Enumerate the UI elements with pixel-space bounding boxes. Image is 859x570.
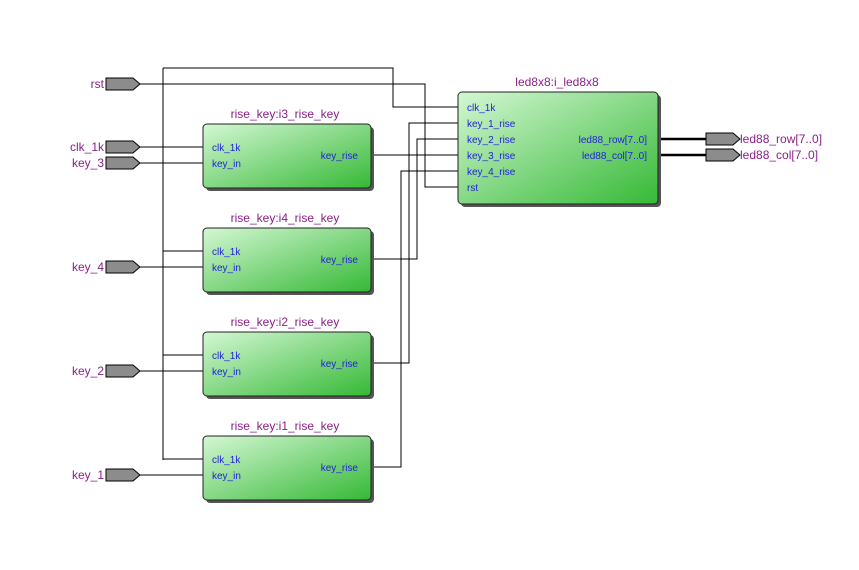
led-pin-key1: key_1_rise	[467, 119, 516, 130]
rise-block-title: rise_key:i1_rise_key	[231, 419, 340, 433]
label-clk: clk_1k	[70, 140, 105, 154]
pin-key-rise: key_rise	[321, 255, 359, 266]
label-key4: key_4	[72, 260, 104, 274]
pin-clk: clk_1k	[212, 143, 241, 154]
led-pin-rst: rst	[467, 183, 478, 194]
led-pin-key4: key_4_rise	[467, 167, 516, 178]
label-rst: rst	[91, 77, 105, 91]
pin-key-rise: key_rise	[321, 463, 359, 474]
pin-key-in: key_in	[212, 471, 241, 482]
label-row: led88_row[7..0]	[740, 132, 822, 146]
port-key4[interactable]	[105, 260, 141, 274]
wire-i1-out	[370, 170, 458, 468]
wire-rst-led	[140, 83, 458, 188]
pin-key-in: key_in	[212, 367, 241, 378]
wire-rst-to-led	[163, 67, 458, 108]
wire-i2-out	[370, 122, 458, 364]
output-ports: led88_row[7..0] led88_col[7..0]	[705, 132, 822, 162]
port-key3[interactable]	[105, 156, 141, 170]
rise-block-title: rise_key:i2_rise_key	[231, 315, 340, 329]
rise-block-i4[interactable]: rise_key:i4_rise_key clk_1k key_in key_r…	[202, 211, 374, 295]
led-pin-row: led88_row[7..0]	[579, 135, 648, 146]
input-ports: rst clk_1k key_3 key_4 key_2 key_1	[70, 77, 141, 482]
port-col[interactable]	[705, 148, 741, 162]
port-key2[interactable]	[105, 364, 141, 378]
pin-key-in: key_in	[212, 263, 241, 274]
wire-i4-out	[370, 138, 458, 260]
wires	[140, 67, 706, 476]
label-key3: key_3	[72, 156, 104, 170]
label-key1: key_1	[72, 468, 104, 482]
pin-clk: clk_1k	[212, 247, 241, 258]
rise-block-i1[interactable]: rise_key:i1_rise_key clk_1k key_in key_r…	[202, 419, 374, 503]
port-clk[interactable]	[105, 140, 141, 154]
port-row[interactable]	[705, 132, 741, 146]
led-pin-clk: clk_1k	[467, 103, 496, 114]
rise-block-i2[interactable]: rise_key:i2_rise_key clk_1k key_in key_r…	[202, 315, 374, 399]
pin-clk: clk_1k	[212, 455, 241, 466]
rise-block-title: rise_key:i3_rise_key	[231, 107, 340, 121]
rise-block-i3[interactable]: rise_key:i3_rise_key clk_1k key_in key_r…	[202, 107, 374, 191]
led-pin-key2: key_2_rise	[467, 135, 516, 146]
label-key2: key_2	[72, 364, 104, 378]
led-block[interactable]: led8x8:i_led8x8 clk_1k key_1_rise key_2_…	[457, 75, 661, 207]
rise-block-title: rise_key:i4_rise_key	[231, 211, 340, 225]
label-col: led88_col[7..0]	[740, 148, 818, 162]
pin-clk: clk_1k	[212, 351, 241, 362]
pin-key-rise: key_rise	[321, 151, 359, 162]
port-key1[interactable]	[105, 468, 141, 482]
led-pin-key3: key_3_rise	[467, 151, 516, 162]
led-pin-col: led88_col[7..0]	[582, 151, 647, 162]
led-block-title: led8x8:i_led8x8	[515, 75, 599, 89]
pin-key-rise: key_rise	[321, 359, 359, 370]
port-rst[interactable]	[105, 77, 141, 91]
pin-key-in: key_in	[212, 159, 241, 170]
